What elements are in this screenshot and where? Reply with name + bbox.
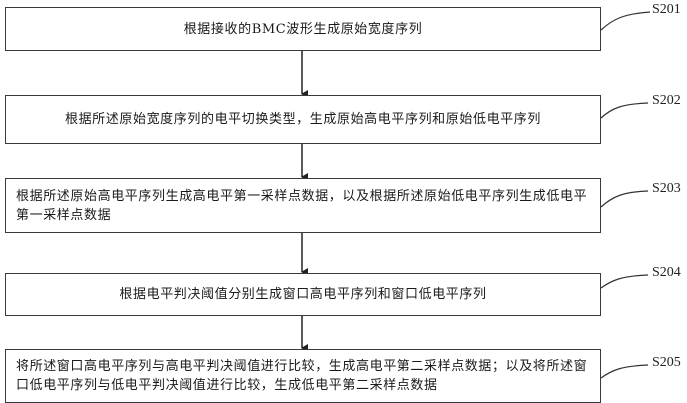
leader-s205	[600, 364, 649, 379]
leader-s204	[600, 274, 649, 289]
step-box-s205: 将所述窗口高电平序列与高电平判决阈值进行比较，生成高电平第二采样点数据；以及将所…	[5, 349, 601, 403]
step-label-s202: S202	[652, 93, 681, 108]
step-text-s204: 根据电平判决阈值分别生成窗口高电平序列和窗口低电平序列	[119, 287, 487, 302]
step-text-s205: 将所述窗口高电平序列与高电平判决阈值进行比较，生成高电平第二采样点数据；以及将所…	[16, 359, 588, 393]
leader-s201	[600, 11, 651, 31]
step-text-s203: 根据所述原始高电平序列生成高电平第一采样点数据，以及根据所述原始低电平序列生成低…	[16, 188, 588, 223]
step-label-s205: S205	[652, 355, 681, 370]
step-label-s203: S203	[652, 181, 681, 196]
leader-s202	[600, 102, 649, 119]
leader-s203	[600, 190, 649, 208]
step-box-s204: 根据电平判决阈值分别生成窗口高电平序列和窗口低电平序列	[5, 273, 601, 316]
step-label-s201: S201	[652, 2, 681, 17]
step-label-s204: S204	[652, 265, 681, 280]
step-text-s201: 根据接收的BMC波形生成原始宽度序列	[183, 21, 423, 37]
step-box-s203: 根据所述原始高电平序列生成高电平第一采样点数据，以及根据所述原始低电平序列生成低…	[5, 178, 601, 233]
step-box-s201: 根据接收的BMC波形生成原始宽度序列	[5, 7, 601, 51]
step-text-s202: 根据所述原始宽度序列的电平切换类型，生成原始高电平序列和原始低电平序列	[64, 112, 541, 127]
step-box-s202: 根据所述原始宽度序列的电平切换类型，生成原始高电平序列和原始低电平序列	[5, 95, 601, 144]
